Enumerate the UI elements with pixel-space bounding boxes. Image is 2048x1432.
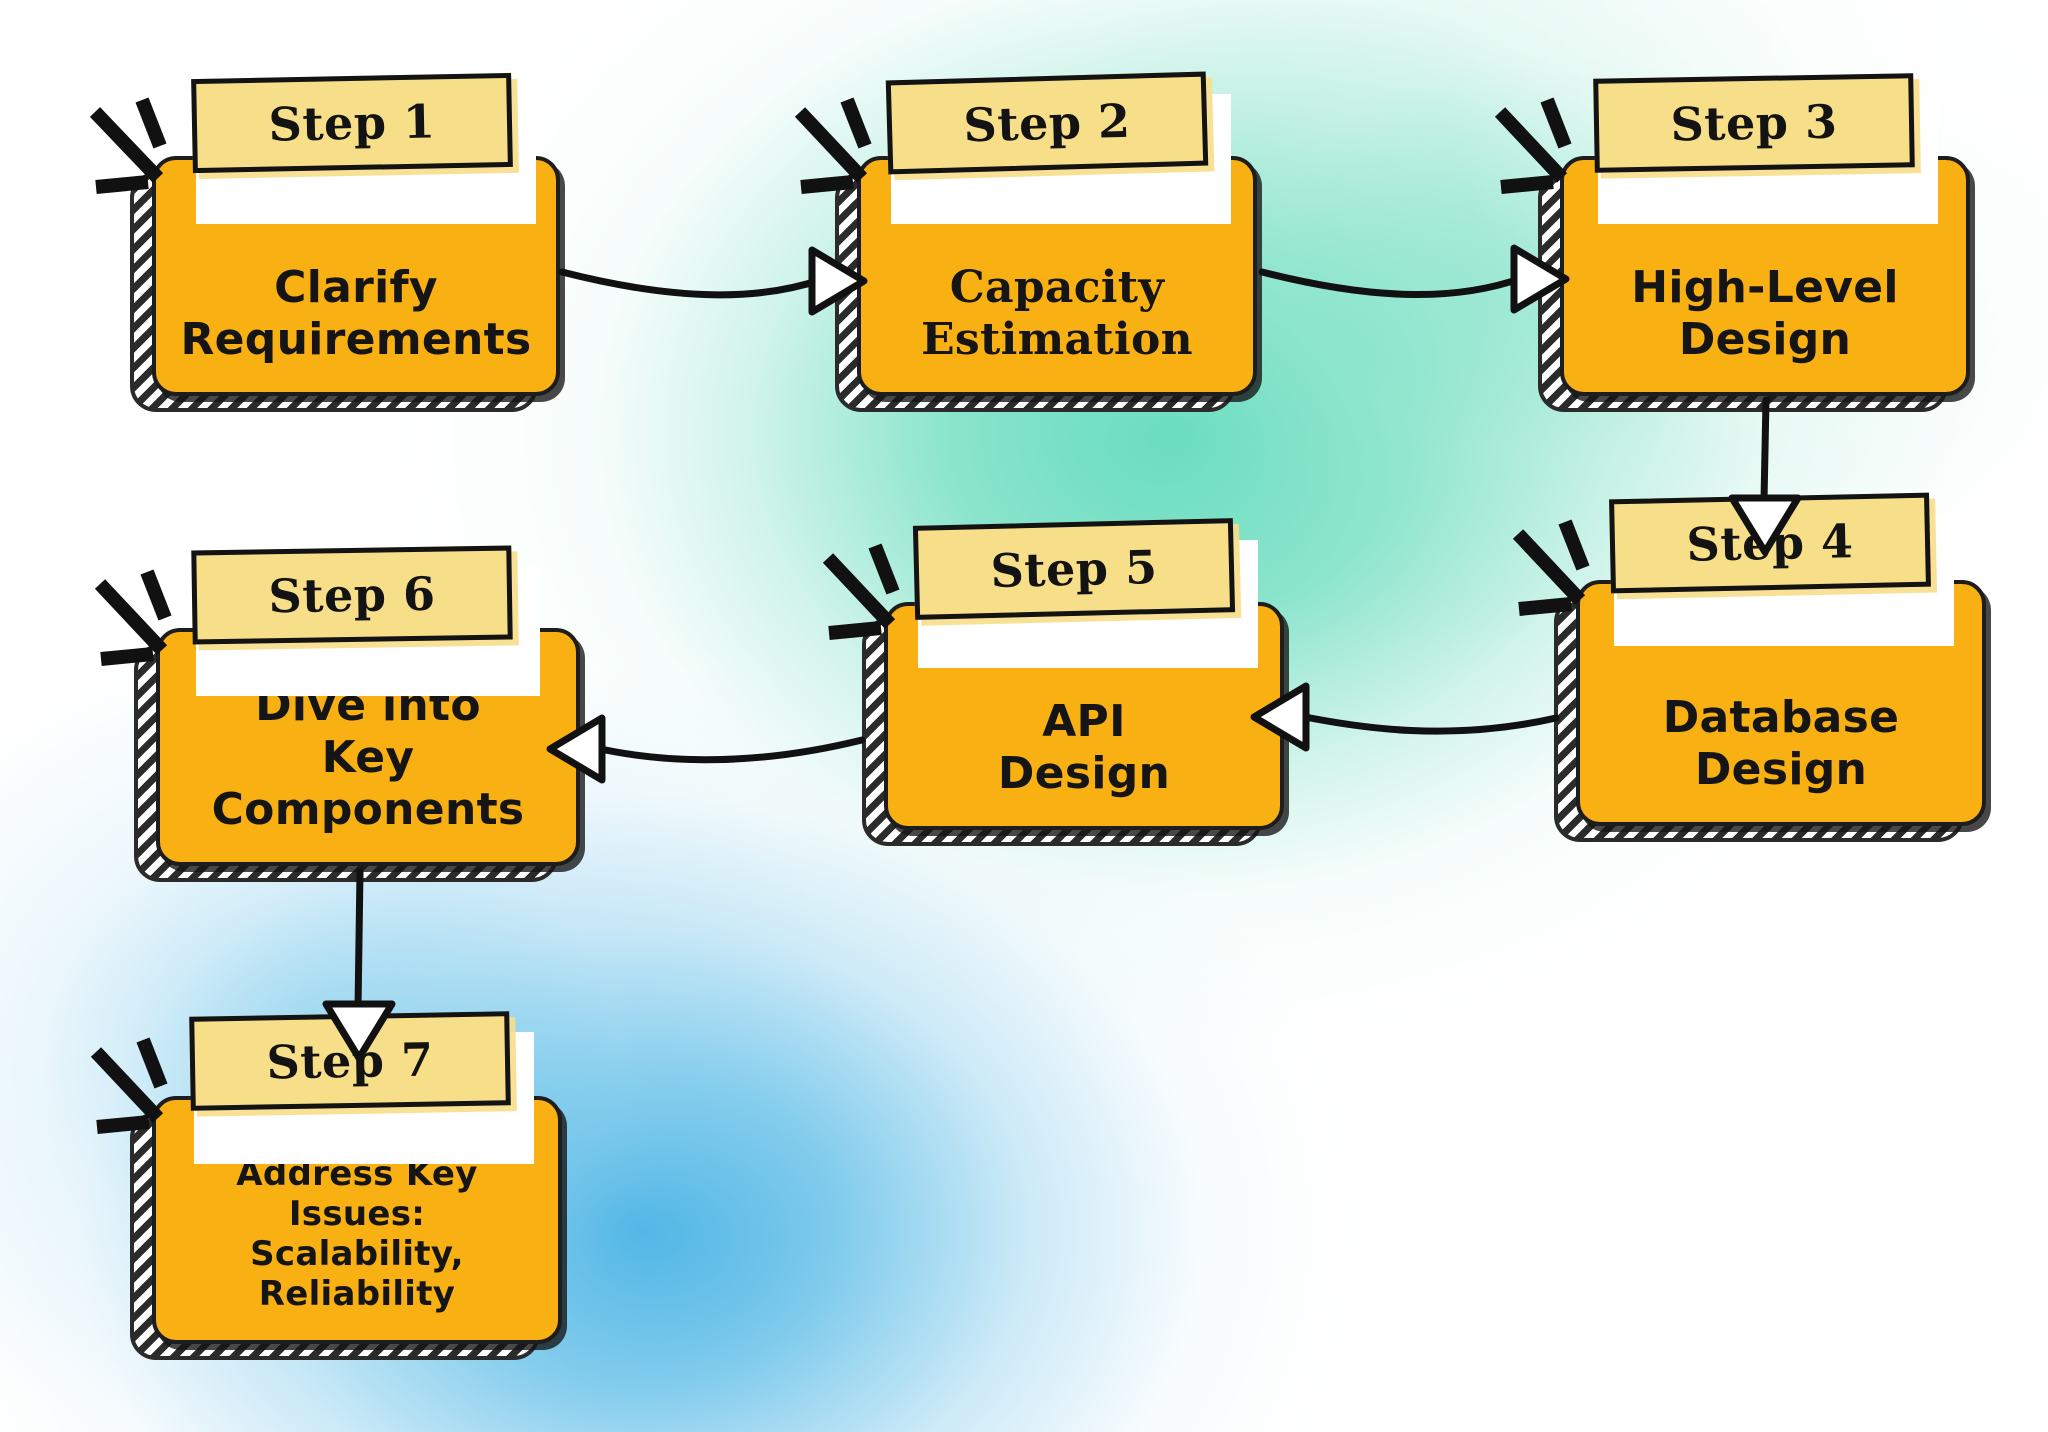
sparkle-icon-step3 — [1494, 97, 1572, 194]
sparkle-icon-step1 — [89, 97, 167, 194]
sparkle-icon-step5 — [822, 543, 900, 640]
sparkle-icon-step4 — [1512, 519, 1590, 616]
sparkle-icon-step7 — [90, 1037, 168, 1134]
sparkle-icon-step6 — [94, 569, 172, 666]
sparkle-icon-step2 — [794, 97, 872, 194]
